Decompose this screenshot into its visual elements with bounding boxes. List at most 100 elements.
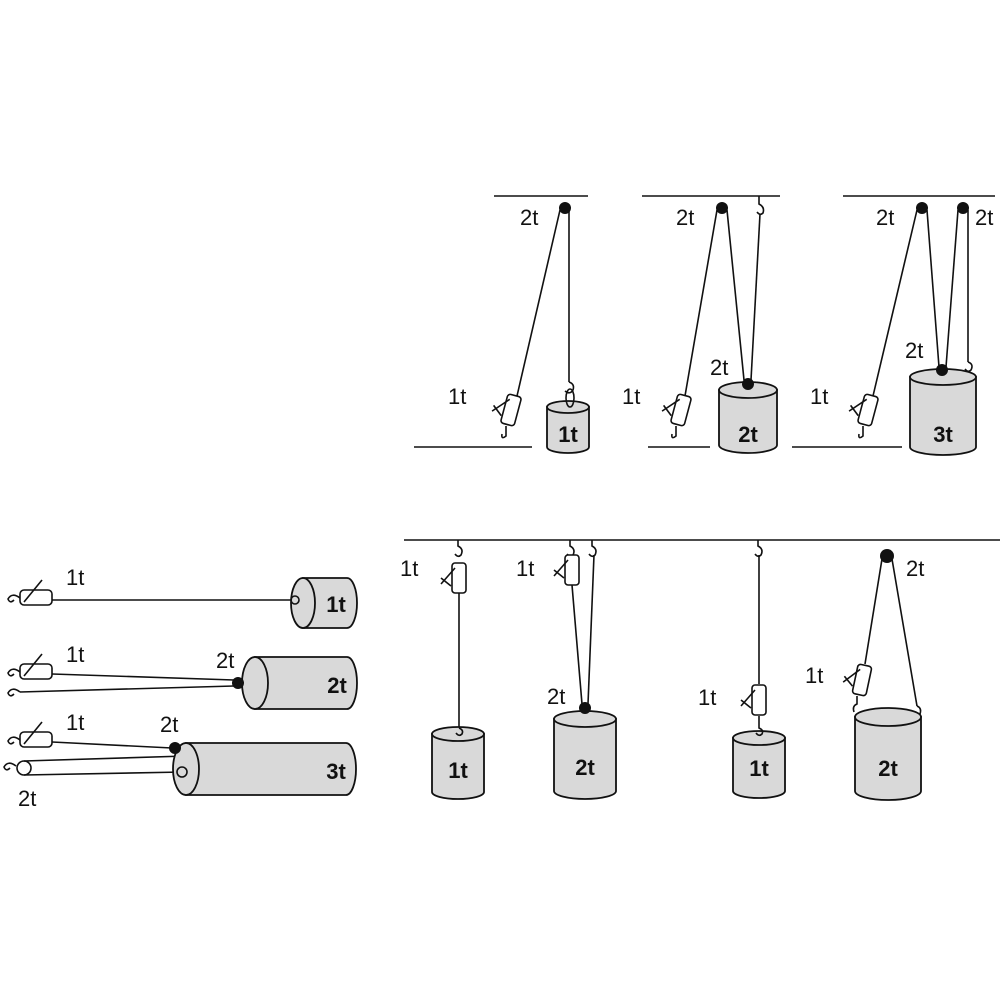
pulley-icon (579, 702, 591, 714)
pulley-icon (880, 549, 894, 563)
chain-hoist-icon (553, 554, 580, 586)
hoist-capacity-label: 1t (516, 556, 534, 581)
load-label: 2t (575, 755, 595, 780)
load-label: 2t (878, 756, 898, 781)
pulley-capacity-label: 2t (520, 205, 538, 230)
pulley-icon (169, 742, 181, 754)
hoist-capacity-label: 1t (698, 685, 716, 710)
config-suspended-2t: 2t 1t 2t (516, 540, 617, 800)
hook-icon (756, 196, 765, 216)
rope (51, 673, 235, 681)
load-drum-2t: 2t (232, 656, 358, 710)
hoist-capacity-label: 1t (66, 642, 84, 667)
load-drum-1t: 1t (732, 716, 786, 799)
config-horizontal-3t: 3t 1t 2t 2t (3, 710, 357, 811)
pulley-icon (957, 202, 969, 214)
hoist-capacity-label: 1t (622, 384, 640, 409)
hoist-capacity-label: 1t (66, 710, 84, 735)
config-top-1t: 1t 2t 1t (414, 195, 590, 454)
load-label: 3t (326, 759, 346, 784)
rope (23, 771, 185, 776)
load-drum-1t: 1t (290, 577, 358, 629)
hoist-capacity-label: 1t (66, 565, 84, 590)
hoist-capacity-label: 1t (810, 384, 828, 409)
pulley-icon (716, 202, 728, 214)
rope (750, 213, 761, 381)
load-label: 2t (738, 422, 758, 447)
hook-icon (7, 594, 21, 603)
hoist-capacity-label: 1t (448, 384, 466, 409)
chain-hoist-icon (848, 393, 879, 427)
hook-icon (454, 540, 463, 558)
hoist-capacity-label: 1t (400, 556, 418, 581)
pulley-capacity-label: 2t (876, 205, 894, 230)
config-horizontal-1t: 1t 1t (7, 565, 358, 629)
load-drum-3t: 3t (909, 364, 977, 456)
rope (872, 209, 918, 397)
config-suspended-1t-low: 1t 1t (698, 540, 786, 799)
load-label: 1t (749, 756, 769, 781)
hook-icon (7, 688, 21, 697)
load-drum-1t: 1t (431, 726, 485, 800)
chain-hoist-icon (19, 721, 53, 748)
pulley-capacity-label: 2t (905, 338, 923, 363)
hook-icon (501, 426, 507, 439)
hook-icon (671, 426, 677, 439)
pulley-icon (559, 202, 571, 214)
pulley-capacity-label: 2t (216, 648, 234, 673)
chain-hoist-icon (740, 684, 767, 716)
pulley-capacity-label: 2t (676, 205, 694, 230)
load-label: 3t (933, 422, 953, 447)
chain-hoist-icon (491, 393, 522, 427)
pulley-capacity-label: 2t (547, 684, 565, 709)
load-label: 1t (558, 422, 578, 447)
hook-icon (564, 381, 575, 394)
hook-icon (588, 540, 597, 558)
hoist-capacity-label: 1t (805, 663, 823, 688)
pulley-capacity-label: 2t (18, 786, 36, 811)
rope (864, 558, 883, 665)
pulley-icon (936, 364, 948, 376)
hook-icon (858, 426, 864, 439)
pulley-capacity-label: 2t (710, 355, 728, 380)
rope (587, 554, 595, 705)
load-label: 1t (448, 758, 468, 783)
rope (945, 209, 959, 368)
pulley-icon (916, 202, 928, 214)
rope (891, 558, 918, 707)
load-drum-2t: 2t (553, 702, 617, 800)
load-label: 2t (327, 673, 347, 698)
chain-hoist-icon (661, 393, 692, 427)
load-drum-3t: 3t (172, 742, 357, 796)
rope (571, 584, 583, 705)
rope (23, 755, 187, 762)
rope (19, 685, 235, 693)
pulley-capacity-label: 2t (975, 205, 993, 230)
load-drum-2t: 2t (718, 378, 778, 454)
load-drum-2t: 2t (854, 707, 922, 801)
pulley-capacity-label: 2t (160, 712, 178, 737)
hook-icon (566, 540, 575, 558)
hook-icon (7, 736, 21, 745)
rope (726, 209, 745, 381)
pulley-icon (16, 760, 32, 776)
config-top-3t: 3t 2t 2t 2t 1t (792, 195, 995, 456)
chain-hoist-icon (440, 562, 467, 594)
config-suspended-1t: 1t 1t (400, 540, 485, 800)
config-top-2t: 2t 2t 2t 1t (622, 195, 780, 454)
pulley-icon (742, 378, 754, 390)
hook-icon (852, 696, 858, 713)
hook-icon (7, 668, 21, 677)
hook-icon (964, 361, 973, 373)
load-label: 1t (326, 592, 346, 617)
hook-icon (3, 762, 17, 771)
load-drum-1t: 1t (546, 388, 590, 454)
rope (51, 741, 173, 749)
rope (926, 209, 940, 368)
config-suspended-2t-pulley: 2t 2t 1t (805, 549, 924, 801)
rope (516, 209, 561, 397)
chain-hoist-icon (19, 653, 53, 680)
rope (684, 209, 718, 397)
